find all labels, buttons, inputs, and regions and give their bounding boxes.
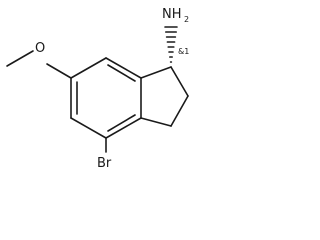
ring-bond-c6-c7	[70, 57, 107, 79]
hashed-wedge-bond	[164, 26, 178, 63]
stereo-label: &1	[178, 47, 189, 56]
ring-bond-c3-c3a	[140, 117, 172, 127]
ring-bond-c7a-c1	[140, 66, 172, 79]
ring-bond-c7-c7a	[105, 57, 142, 79]
amine-subscript: 2	[184, 15, 189, 24]
ring-bond-c1-c2	[170, 66, 189, 97]
bond-o-ch3	[6, 50, 34, 67]
amine-label: NH	[162, 7, 182, 22]
molecule-diagram: NH 2 &1 Br O	[6, 7, 189, 171]
oxygen-label: O	[35, 41, 45, 56]
ring-bond-c2-c3	[170, 95, 189, 127]
double-bond-inner-2	[107, 114, 136, 132]
ring-bond-c3a-c4	[105, 117, 142, 139]
bond-c6-o	[46, 63, 72, 79]
ring-bond-c4-c5	[70, 117, 107, 139]
double-bond-inner-1	[107, 64, 136, 82]
structure-canvas: NH 2 &1 Br O	[0, 0, 216, 177]
bromo-label: Br	[97, 156, 112, 171]
